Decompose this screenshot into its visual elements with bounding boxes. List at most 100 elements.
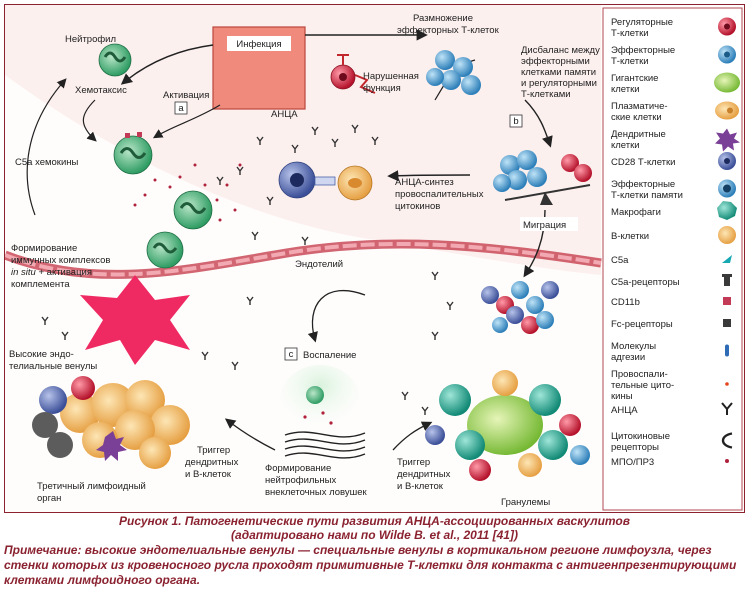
migration-label: Миграция xyxy=(523,220,566,231)
giant-cell-icon xyxy=(714,72,740,93)
legend-item-label: Провоспали- xyxy=(611,369,668,380)
legend-item-label: кины xyxy=(611,391,633,402)
regulatory-t-cell-impaired xyxy=(330,54,356,90)
anca-synthesis-label-3: цитокинов xyxy=(395,201,440,212)
legend-item-label: CD11b xyxy=(611,297,640,308)
legend-item: Провоспали-тельные цито-кины xyxy=(611,369,729,402)
proliferation-label-1: Размножение xyxy=(413,13,473,24)
trigger-right-label-3: и В-клеток xyxy=(397,481,444,492)
endothelium-label: Эндотелий xyxy=(295,259,343,270)
legend-item: CD28 Т-клетки xyxy=(611,152,736,170)
immune-complex-label-4: комплемента xyxy=(11,279,70,290)
trigger-left-label-2: дендритных xyxy=(185,457,239,468)
legend-item: МПО/ПР3 xyxy=(611,457,729,468)
hev-label-2: телиальные венулы xyxy=(9,361,97,372)
caption-line-2: (адаптировано нами по Wilde B. et al., 2… xyxy=(231,528,518,542)
imbalance-cell-cluster xyxy=(493,150,592,205)
legend-item: С5а xyxy=(611,255,732,266)
arrow-anca-synthesis xyxy=(387,170,471,182)
tissue-injury-burst xyxy=(80,275,190,365)
net-label-3: внеклеточных ловушек xyxy=(265,487,368,498)
immune-complex-label-2: иммунных комплексов xyxy=(11,255,110,266)
cd11b-icon xyxy=(723,297,731,305)
legend-item-label: С5а xyxy=(611,255,629,266)
c5a-receptor-icon xyxy=(722,274,732,286)
figure-frame: Инфекция a b c xyxy=(4,4,745,513)
legend-item-label: CD28 Т-клетки xyxy=(611,157,675,168)
anca-icon xyxy=(721,402,733,415)
legend-item-label: Дендритные xyxy=(611,129,666,140)
neutrophil-activated-3 xyxy=(146,231,184,269)
effector-t-cell-icon xyxy=(718,45,736,64)
panel-b-label: b xyxy=(513,116,518,127)
mpo-pr3-particles xyxy=(133,163,242,222)
regulatory-t-cell-icon xyxy=(718,17,736,36)
net-label-2: нейтрофильных xyxy=(265,475,336,486)
inflammation-label: Воспаление xyxy=(303,350,356,361)
infection-label: Инфекция xyxy=(236,39,281,50)
neutrophil-cell xyxy=(98,43,132,77)
legend-item-label: Цитокиновые xyxy=(611,431,670,442)
legend-item-label: АНЦА xyxy=(611,405,638,416)
migrating-cells xyxy=(481,281,559,334)
anca-label: АНЦА xyxy=(271,109,298,120)
legend-item: АНЦА xyxy=(611,402,733,416)
legend-item-label: рецепторы xyxy=(611,442,659,453)
neutrophil-activated-2 xyxy=(173,190,213,230)
legend-item: CD11b xyxy=(611,297,731,308)
activation-label: Активация xyxy=(163,90,209,101)
legend-item: С5а-рецепторы xyxy=(611,274,732,288)
trigger-right-label-2: дендритных xyxy=(397,469,451,480)
legend-item-label: Эффекторные xyxy=(611,45,675,56)
legend-item-label: В-клетки xyxy=(611,231,649,242)
trigger-left-label-1: Триггер xyxy=(197,445,230,456)
legend: РегуляторныеТ-клеткиЭффекторныеТ-клеткиГ… xyxy=(611,17,740,468)
legend-item-label: Макрофаги xyxy=(611,207,661,218)
tlo-label-2: орган xyxy=(37,493,61,504)
anca-synthesis-label-2: провоспалительных xyxy=(395,189,484,200)
legend-item-label: Т-клетки xyxy=(611,28,649,39)
legend-item-label: Гигантские xyxy=(611,73,658,84)
net-label-1: Формирование xyxy=(265,463,331,474)
legend-item-label: адгезии xyxy=(611,352,645,363)
hev-label-1: Высокие эндо- xyxy=(9,349,74,360)
anca-synthesis-label-1: АНЦА-синтез xyxy=(395,177,454,188)
neutrophil-activated-1 xyxy=(113,132,153,175)
c5a-icon xyxy=(722,255,732,263)
trigger-right-label-1: Триггер xyxy=(397,457,430,468)
legend-item: Fc-рецепторы xyxy=(611,319,731,330)
legend-item-label: МПО/ПР3 xyxy=(611,457,654,468)
legend-item-label: Молекулы xyxy=(611,341,656,352)
legend-item-label: Т-клетки xyxy=(611,56,649,67)
dendritic-cell-icon xyxy=(715,128,740,152)
caption-line-1: Рисунок 1. Патогенетические пути развити… xyxy=(119,514,630,528)
granulomas-label: Гранулемы xyxy=(501,497,550,508)
legend-item-label: Плазматиче- xyxy=(611,101,668,112)
panel-a-label: a xyxy=(178,103,184,114)
granuloma xyxy=(425,370,590,481)
legend-item-label: Регуляторные xyxy=(611,17,673,28)
arrow-trigger-left xyxy=(224,418,276,451)
impaired-function-label-1: Нарушенная xyxy=(363,71,419,82)
legend-panel xyxy=(602,7,743,511)
plasma-cell-icon xyxy=(715,101,739,120)
neutrophil-label: Нейтрофил xyxy=(65,34,116,45)
chemotaxis-label: Хемотаксис xyxy=(75,85,127,96)
cd28-t-cell-icon xyxy=(718,152,736,170)
imbalance-label-2: эффекторными xyxy=(521,56,590,67)
legend-item-label: Эффекторные xyxy=(611,179,675,190)
arrow-trigger-right xyxy=(392,421,433,451)
imbalance-label-4: и регуляторными xyxy=(521,78,597,89)
arrow-imbalance xyxy=(524,99,553,148)
immune-complex-label-1: Формирование xyxy=(11,243,77,254)
fc-receptor-icon xyxy=(723,319,731,327)
pathogenesis-diagram: Инфекция a b c xyxy=(5,5,743,511)
imbalance-label-1: Дисбаланс между xyxy=(521,45,600,56)
